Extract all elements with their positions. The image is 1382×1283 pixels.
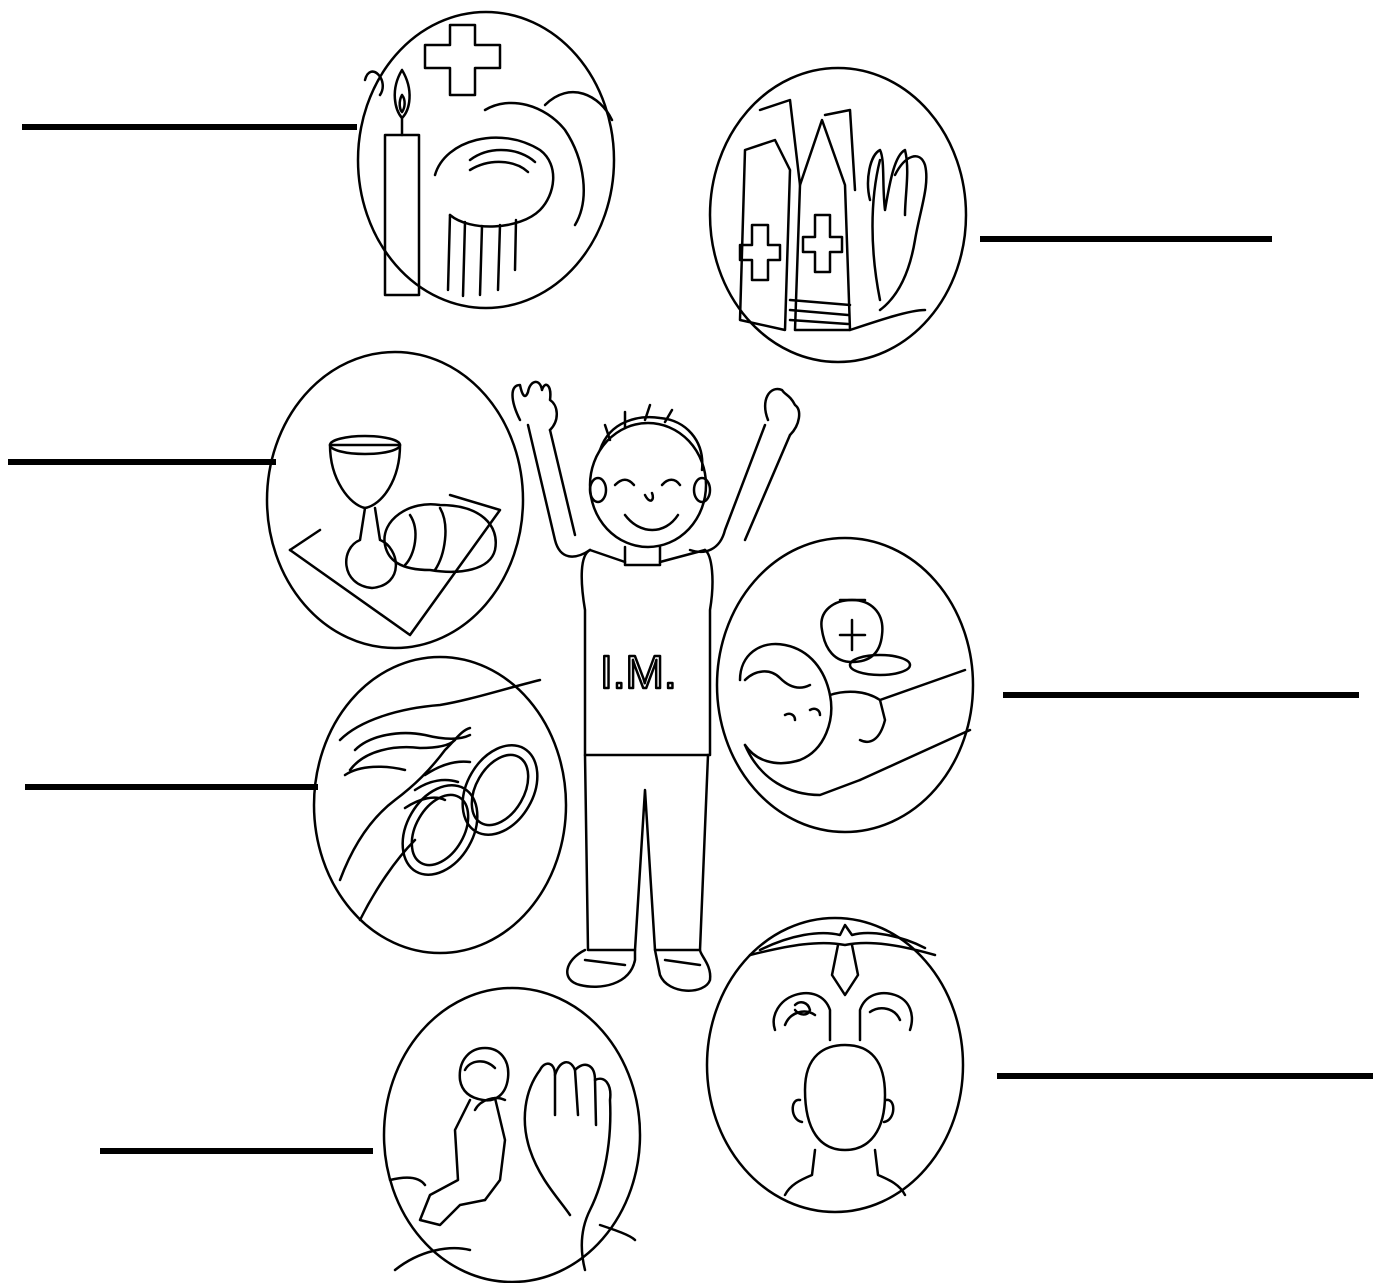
holy-orders-icon xyxy=(710,68,966,362)
matrimony-icon xyxy=(314,657,566,953)
baptism-icon xyxy=(358,12,614,308)
child-figure: I.M. xyxy=(513,382,800,991)
anointing-icon xyxy=(717,538,973,832)
confirmation-icon xyxy=(707,918,963,1212)
shirt-text: I.M. xyxy=(600,646,677,698)
reconciliation-icon xyxy=(384,988,640,1282)
eucharist-icon xyxy=(267,352,523,648)
